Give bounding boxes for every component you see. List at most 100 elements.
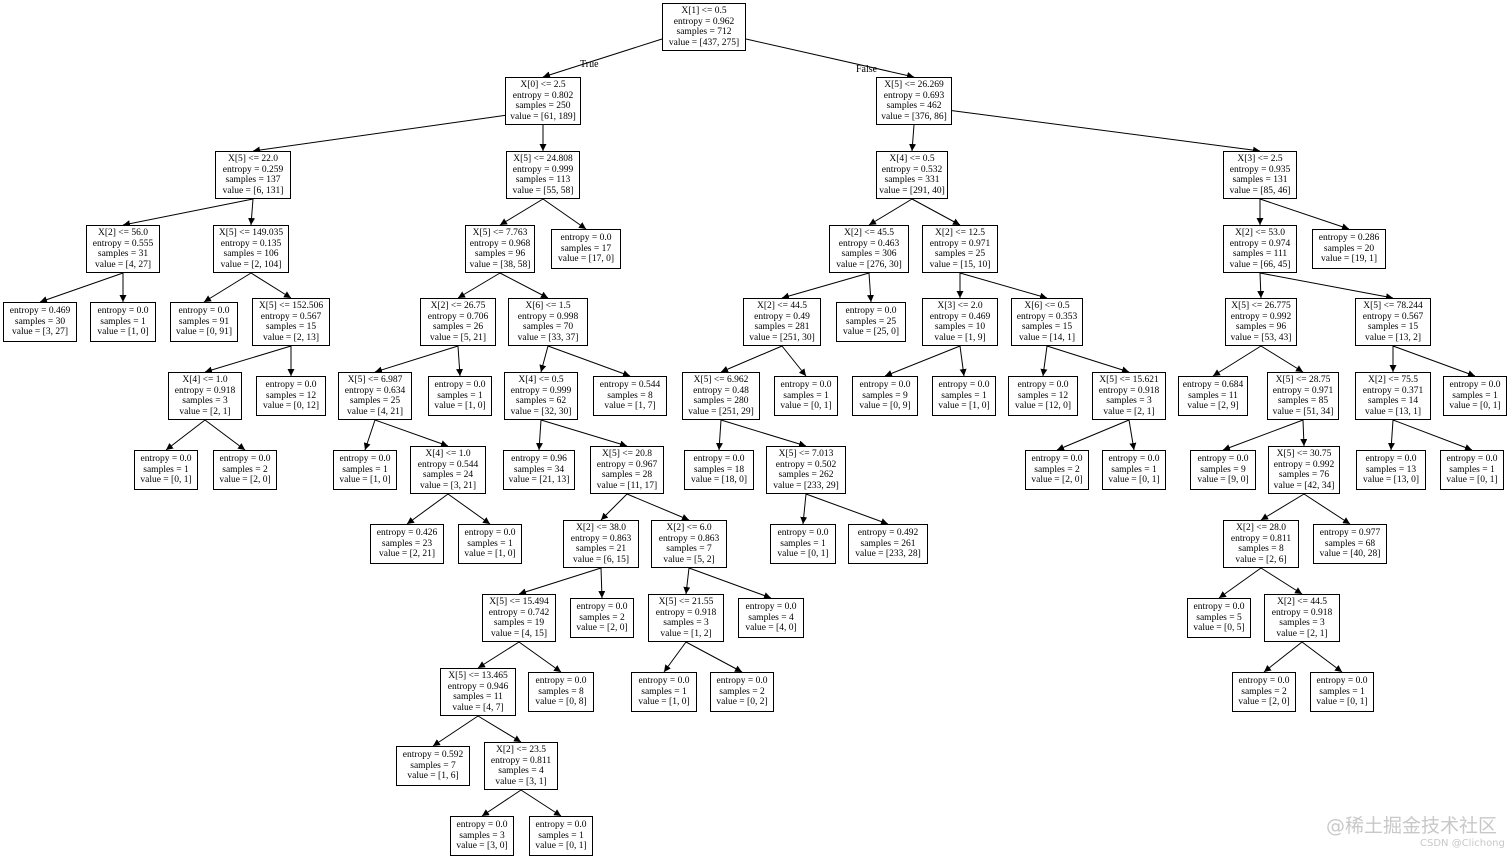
- node-line: samples = 96: [1235, 322, 1287, 332]
- node-line: entropy = 0.863: [570, 533, 632, 544]
- node-line: value = [32, 30]: [510, 406, 572, 417]
- node-line: entropy = 0.634: [344, 385, 406, 396]
- node-line: X[2] <= 12.5: [934, 228, 986, 238]
- node-line: value = [17, 0]: [557, 254, 614, 265]
- tree-edge: [626, 493, 690, 521]
- node-line: X[5] <= 7.763: [472, 228, 528, 238]
- node-line: samples = 68: [1324, 538, 1376, 549]
- node-line: value = [0, 91]: [175, 327, 232, 338]
- node-line: entropy = 0.811: [490, 755, 552, 766]
- node-line: value = [40, 28]: [1319, 549, 1381, 560]
- node-line: entropy = 0.0: [693, 454, 745, 465]
- tree-edge: [39, 272, 124, 303]
- node-line: samples = 280: [693, 396, 749, 406]
- node-line: entropy = 0.532: [881, 164, 943, 175]
- node-line: entropy = 0.0: [1449, 380, 1501, 391]
- node-line: entropy = 0.992: [1273, 459, 1335, 470]
- node-line: samples = 1: [1449, 464, 1495, 475]
- node-line: samples = 28: [601, 470, 653, 480]
- node-line: value = [437, 275]: [668, 37, 740, 48]
- node-line: entropy = 0.918: [655, 607, 717, 618]
- tree-edge: [1212, 345, 1262, 377]
- node-line: value = [42, 34]: [1273, 480, 1335, 491]
- node-line: entropy = 0.469: [929, 311, 991, 322]
- node-line: entropy = 0.555: [92, 238, 154, 249]
- node-line: value = [1, 0]: [339, 475, 391, 486]
- node-line: samples = 26: [432, 322, 484, 332]
- node-line: value = [0, 1]: [1316, 697, 1368, 708]
- tree-edge: [1259, 272, 1394, 301]
- node-line: samples = 262: [778, 470, 834, 480]
- node-line: entropy = 0.0: [464, 528, 516, 539]
- tree-edge: [250, 272, 292, 299]
- tree-edge: [542, 38, 663, 79]
- node-line: value = [4, 15]: [490, 628, 547, 639]
- node-line: value = [55, 58]: [512, 185, 574, 196]
- tree-edge: [688, 567, 772, 599]
- node-line: X[0] <= 2.5: [520, 80, 566, 90]
- node-line: entropy = 0.863: [658, 533, 720, 544]
- node-line: samples = 4: [748, 612, 794, 623]
- node-line: value = [0, 5]: [1193, 623, 1245, 634]
- node-line: entropy = 0.0: [456, 820, 508, 831]
- node-line: entropy = 0.0: [140, 454, 192, 465]
- node-line: value = [5, 21]: [429, 332, 486, 343]
- node-line: value = [6, 15]: [572, 554, 629, 565]
- tree-edge: [456, 345, 464, 377]
- node-line: samples = 18: [693, 464, 745, 475]
- node-line: entropy = 0.463: [838, 238, 900, 249]
- node-line: X[2] <= 44.5: [1276, 597, 1328, 607]
- node-line: value = [4, 0]: [745, 623, 797, 634]
- tree-edge: [715, 419, 723, 451]
- node-line: samples = 70: [522, 322, 574, 332]
- node-line: entropy = 0.693: [883, 90, 945, 101]
- node-line: entropy = 0.918: [1271, 607, 1333, 618]
- tree-edge: [165, 419, 206, 451]
- node-line: value = [11, 17]: [596, 480, 658, 491]
- node-line: X[5] <= 22.0: [227, 154, 279, 164]
- edge-label-true: True: [580, 59, 599, 70]
- node-line: value = [18, 0]: [690, 475, 747, 486]
- node-line: entropy = 0.999: [510, 385, 572, 396]
- node-line: entropy = 0.371: [1362, 385, 1424, 396]
- node-line: value = [2, 104]: [220, 259, 282, 270]
- node-line: entropy = 0.971: [929, 238, 991, 249]
- node-line: entropy = 0.0: [745, 602, 797, 613]
- node-line: value = [33, 37]: [517, 332, 579, 343]
- node-line: value = [2, 0]: [576, 623, 628, 634]
- node-line: X[2] <= 38.0: [575, 523, 627, 533]
- node-line: entropy = 0.0: [716, 676, 768, 687]
- node-line: value = [0, 9]: [859, 401, 911, 412]
- node-line: entropy = 0.0: [434, 380, 486, 391]
- node-line: samples = 20: [1323, 243, 1375, 254]
- node-line: samples = 2: [719, 686, 765, 697]
- tree-edge: [540, 419, 628, 448]
- node-line: entropy = 0.918: [1098, 385, 1160, 396]
- node-line: entropy = 0.544: [599, 380, 661, 391]
